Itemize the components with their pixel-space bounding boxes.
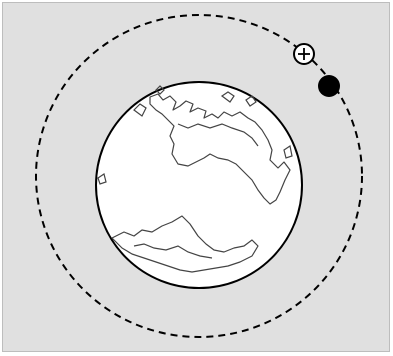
plus-circle-icon — [294, 44, 314, 64]
satellite-icon — [318, 75, 340, 97]
earth-icon — [96, 82, 302, 288]
